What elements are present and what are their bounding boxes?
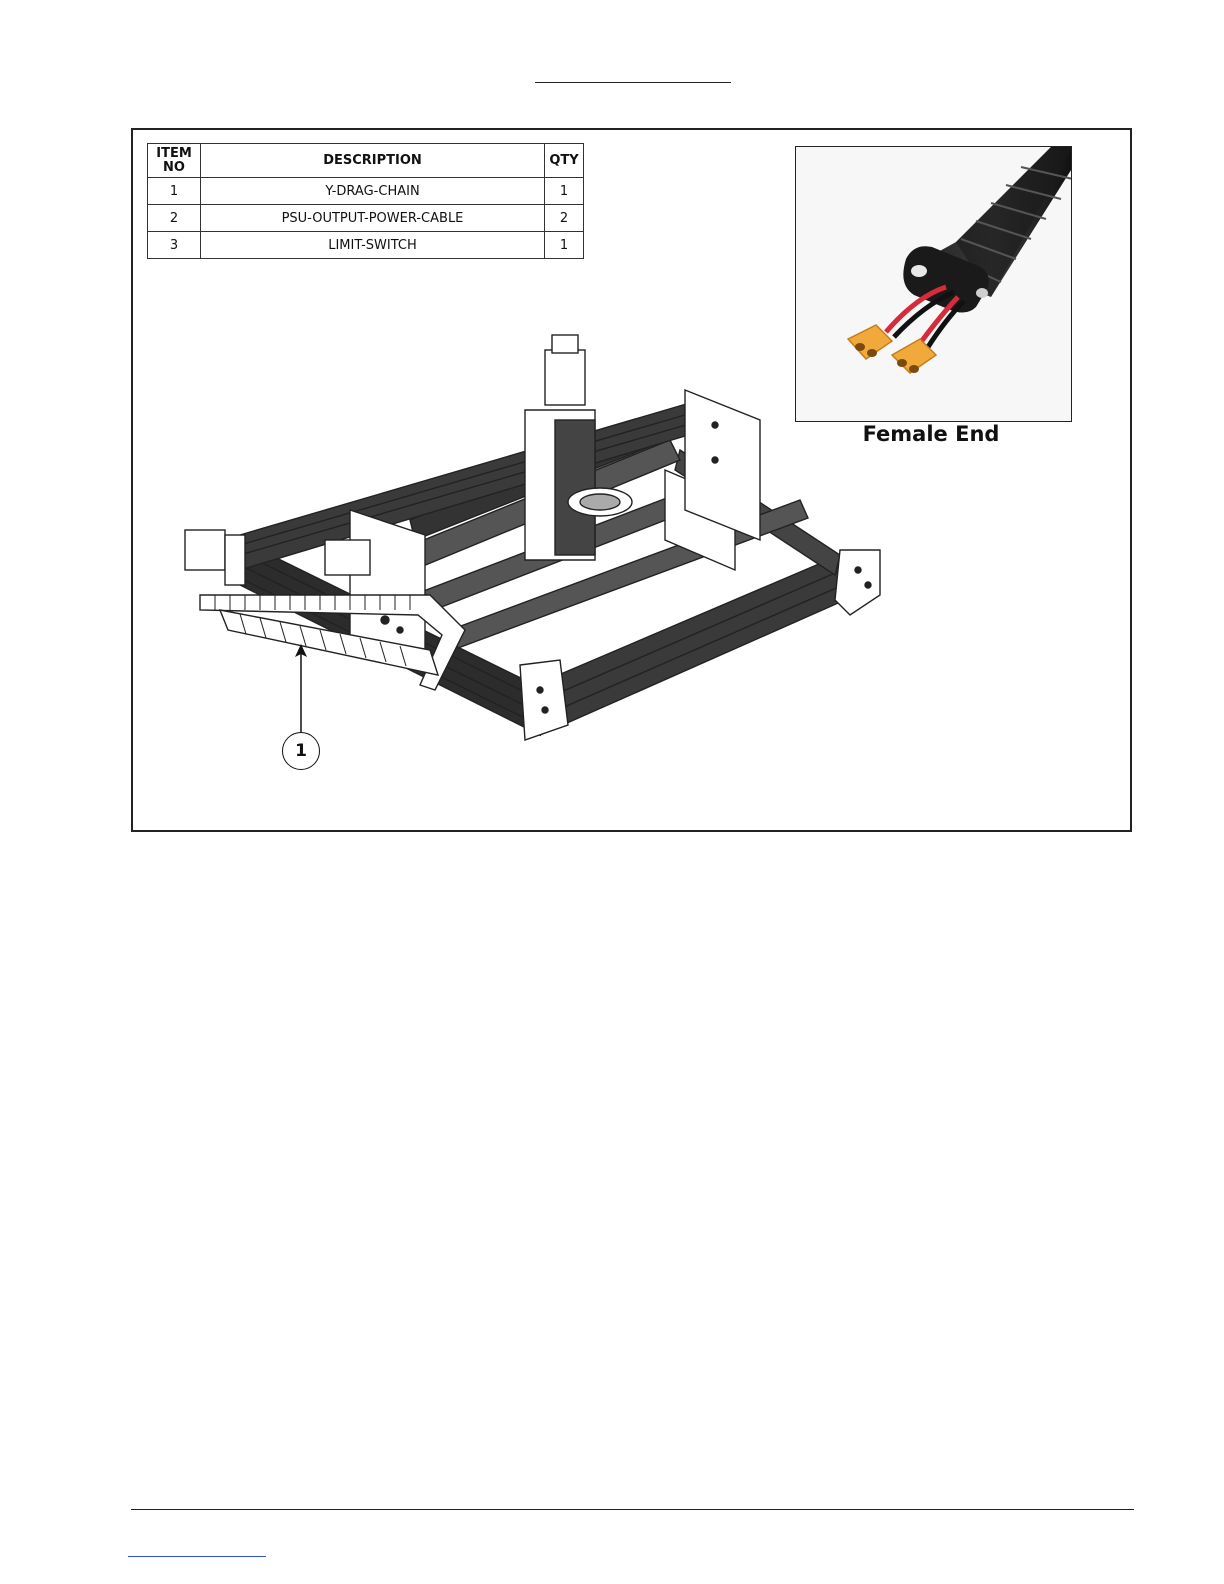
item-qty: 1 — [545, 232, 584, 259]
table-row: 1 Y-DRAG-CHAIN 1 — [148, 178, 584, 205]
footer-rule — [131, 1509, 1134, 1510]
header-item-no: ITEM NO — [148, 144, 201, 178]
item-description: Y-DRAG-CHAIN — [201, 178, 545, 205]
item-description: LIMIT-SWITCH — [201, 232, 545, 259]
callout-leader-arrow — [300, 645, 302, 733]
item-description: PSU-OUTPUT-POWER-CABLE — [201, 205, 545, 232]
bill-of-materials-table: ITEM NO DESCRIPTION QTY 1 Y-DRAG-CHAIN 1… — [147, 143, 584, 259]
table-header-row: ITEM NO DESCRIPTION QTY — [148, 144, 584, 178]
item-qty: 1 — [545, 178, 584, 205]
item-number: 3 — [148, 232, 201, 259]
arrowhead-icon — [294, 644, 308, 658]
header-qty: QTY — [545, 144, 584, 178]
header-item-no-label: ITEM NO — [156, 146, 192, 175]
title-underline — [535, 82, 731, 83]
footer-link-underline[interactable] — [128, 1556, 266, 1557]
header-description: DESCRIPTION — [201, 144, 545, 178]
item-qty: 2 — [545, 205, 584, 232]
callout-balloon-1: 1 — [282, 732, 320, 770]
item-number: 2 — [148, 205, 201, 232]
item-number: 1 — [148, 178, 201, 205]
table-row: 3 LIMIT-SWITCH 1 — [148, 232, 584, 259]
cnc-machine-drawing — [180, 330, 890, 750]
table-row: 2 PSU-OUTPUT-POWER-CABLE 2 — [148, 205, 584, 232]
